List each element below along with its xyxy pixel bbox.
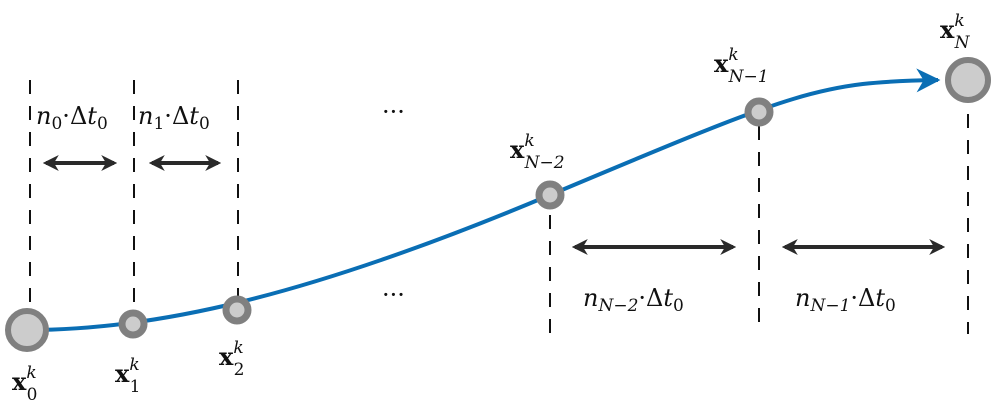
- node-0: [5, 308, 49, 352]
- ellipsis-bottom: ···: [382, 281, 405, 309]
- interval-arrows: [42, 155, 946, 255]
- interval-label-1: n1·Δt0: [138, 102, 210, 134]
- interval-label-0: n0·Δt0: [36, 102, 108, 134]
- node-n-2: [535, 180, 565, 210]
- node-1: [118, 309, 148, 339]
- time-grid-lines: [29, 80, 969, 334]
- node-n: [945, 57, 991, 103]
- interval-label-n-1: nN−1·Δt0: [795, 284, 896, 316]
- interval-label-n-2: nN−2·Δt0: [583, 284, 684, 316]
- node-n-1: [744, 97, 774, 127]
- ellipsis-top: ···: [382, 98, 405, 126]
- nodes: [5, 57, 991, 352]
- node-2: [222, 295, 252, 325]
